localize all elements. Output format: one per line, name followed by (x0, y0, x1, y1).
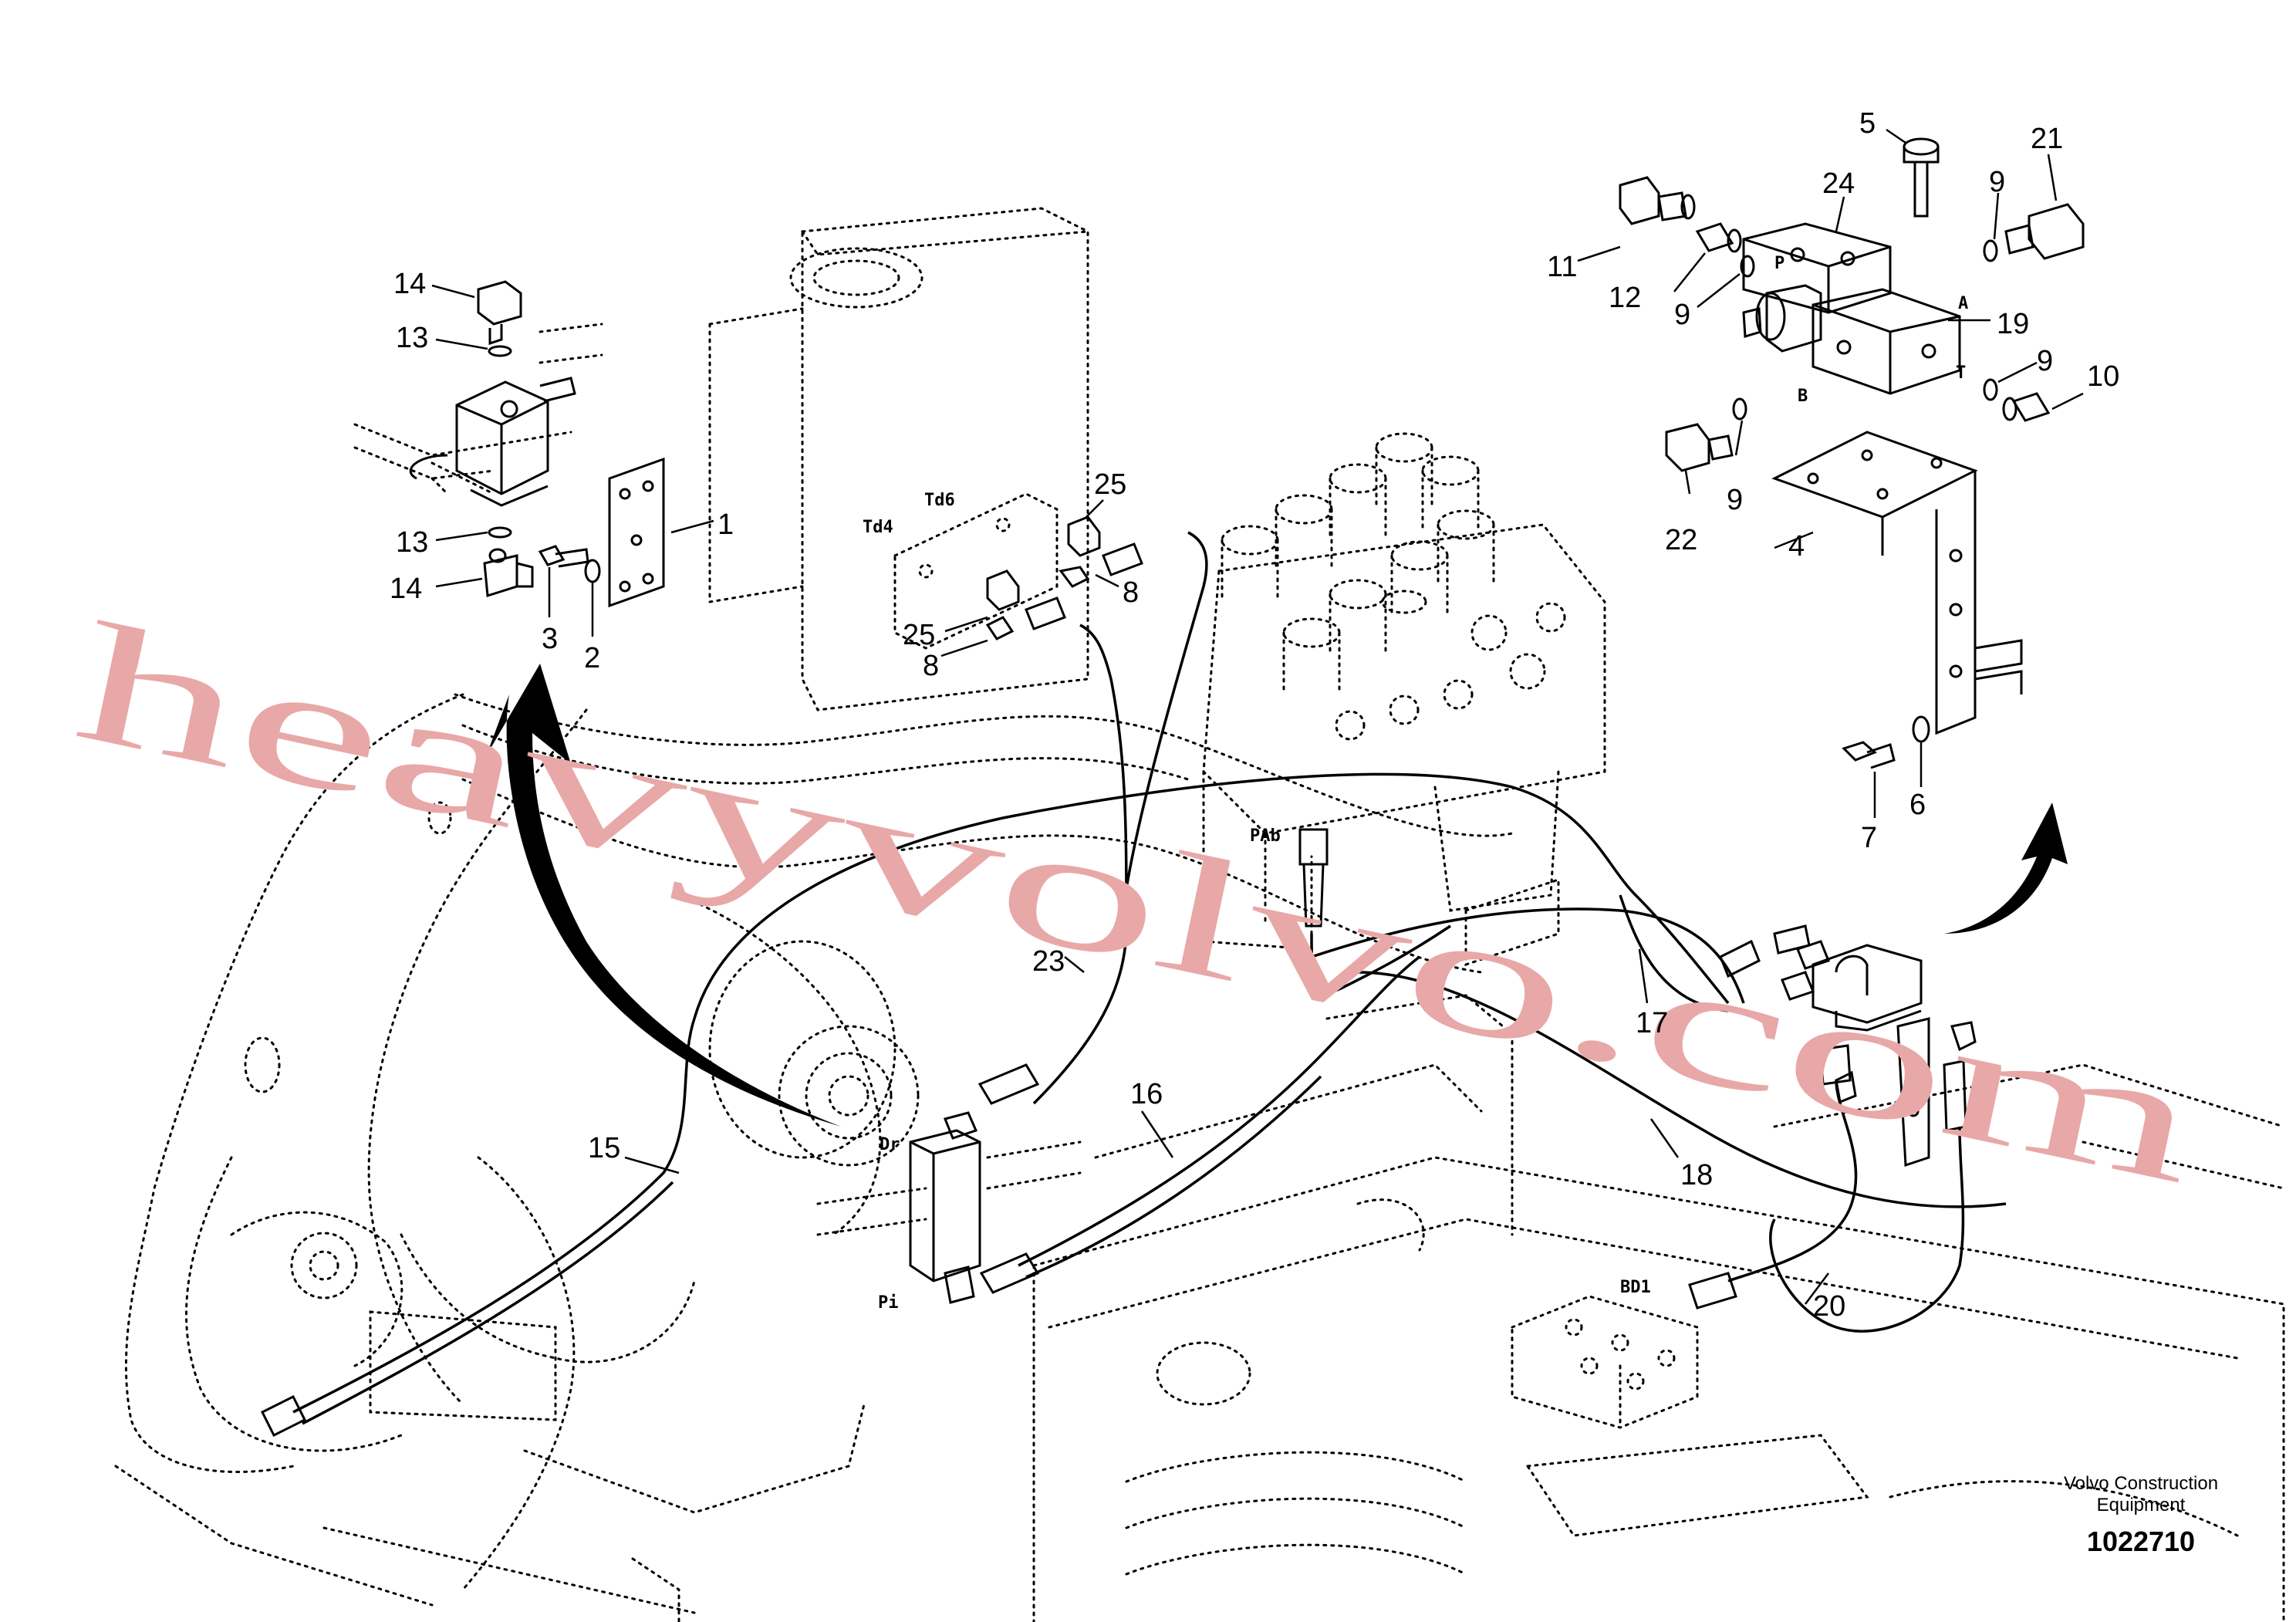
port-label-dr: Dr (880, 1135, 900, 1154)
callout-8-right: 8 (1123, 576, 1139, 609)
hose-18 (1357, 971, 2007, 1208)
callout-14-top: 14 (393, 268, 426, 300)
hose-16 (1018, 955, 1421, 1279)
callout-25-top: 25 (1094, 468, 1126, 501)
callout-9-right: 9 (2037, 345, 2053, 377)
brand-line-2: Equipment (2097, 1495, 2186, 1516)
watermark-text: heavyvolvo.com (62, 586, 2215, 1220)
callout-9-top-right: 9 (1989, 166, 2005, 198)
callout-4: 4 (1788, 530, 1805, 563)
callout-25-left: 25 (903, 619, 935, 651)
callout-9-bottom: 9 (1727, 484, 1743, 516)
callout-12: 12 (1609, 282, 1641, 314)
callout-8-left: 8 (923, 650, 939, 682)
hose-pab (1310, 924, 1451, 993)
leader-lines (431, 128, 2084, 1305)
port-label-t: T (1956, 363, 1966, 383)
port-label-a: A (1958, 294, 1968, 313)
callout-21: 21 (2031, 123, 2063, 155)
hose-20 (1727, 1080, 1858, 1282)
callout-5: 5 (1859, 107, 1876, 140)
brand-line-1: Volvo Construction (2064, 1473, 2218, 1494)
callout-13-bottom: 13 (396, 526, 428, 559)
pab-fitting (1298, 828, 1329, 928)
callout-numbers: 14 13 1 13 14 3 2 25 25 8 8 5 24 21 9 11… (390, 107, 2119, 1323)
callout-10: 10 (2087, 360, 2119, 393)
callout-13-top: 13 (396, 322, 428, 354)
callout-15: 15 (588, 1132, 620, 1164)
arrow-to-right-detail (1944, 803, 2068, 934)
hose-15 (292, 772, 1730, 1425)
hose-23 (1032, 531, 1208, 1105)
port-label-b: B (1798, 387, 1808, 406)
right-valve-detail (1619, 137, 2085, 769)
left-valve-detail (409, 280, 665, 608)
drawing-number: 1022710 (2087, 1526, 2195, 1557)
callout-14-bottom: 14 (390, 573, 422, 605)
callout-2: 2 (584, 642, 600, 674)
port-label-pi: Pi (878, 1293, 899, 1313)
mid-right-valve-assembly (1719, 939, 1977, 1168)
callout-1: 1 (718, 509, 734, 541)
callout-22: 22 (1665, 524, 1697, 556)
callout-18: 18 (1680, 1159, 1713, 1191)
hose-17 (1311, 894, 1745, 1012)
callout-23: 23 (1032, 945, 1065, 978)
callout-9-left: 9 (1674, 299, 1690, 331)
callout-11: 11 (1547, 251, 1577, 283)
td-fittings (985, 515, 1143, 640)
port-label-p: P (1774, 254, 1784, 273)
callout-6: 6 (1909, 789, 1926, 821)
dr-pi-valve (909, 1063, 1040, 1304)
callout-16: 16 (1130, 1078, 1163, 1110)
callout-3: 3 (542, 623, 558, 655)
arrow-to-left-detail (486, 664, 841, 1127)
port-label-td4: Td4 (863, 518, 893, 537)
callout-20: 20 (1813, 1290, 1845, 1323)
hose-right-vertical (1769, 1126, 1965, 1333)
port-label-td6: Td6 (924, 491, 955, 510)
callout-24: 24 (1822, 167, 1855, 200)
footer-block: Volvo Construction Equipment 1022710 (2064, 1473, 2218, 1557)
port-labels: Td6 Td4 PAb Dr Pi BD1 P A T B (863, 254, 1968, 1313)
callout-19: 19 (1997, 308, 2029, 340)
hose-end-fittings (260, 924, 1967, 1438)
valve-spools (1221, 432, 1566, 741)
port-label-bd1: BD1 (1620, 1278, 1651, 1297)
port-label-pab: PAb (1250, 826, 1281, 846)
callout-7: 7 (1861, 822, 1877, 854)
callout-17: 17 (1636, 1007, 1668, 1039)
